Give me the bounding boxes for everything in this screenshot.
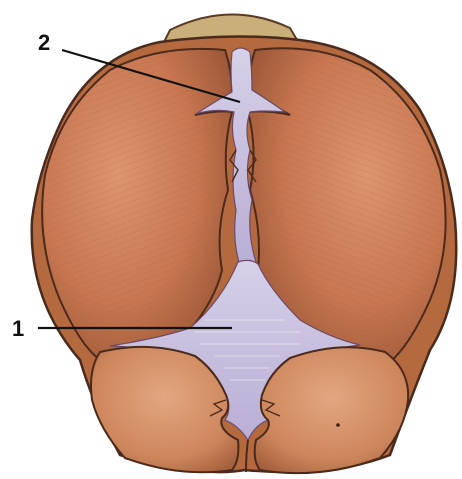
callout-1-label: 1 [12,316,24,341]
callout-2-label: 2 [38,30,50,55]
bone-spot [336,423,340,427]
